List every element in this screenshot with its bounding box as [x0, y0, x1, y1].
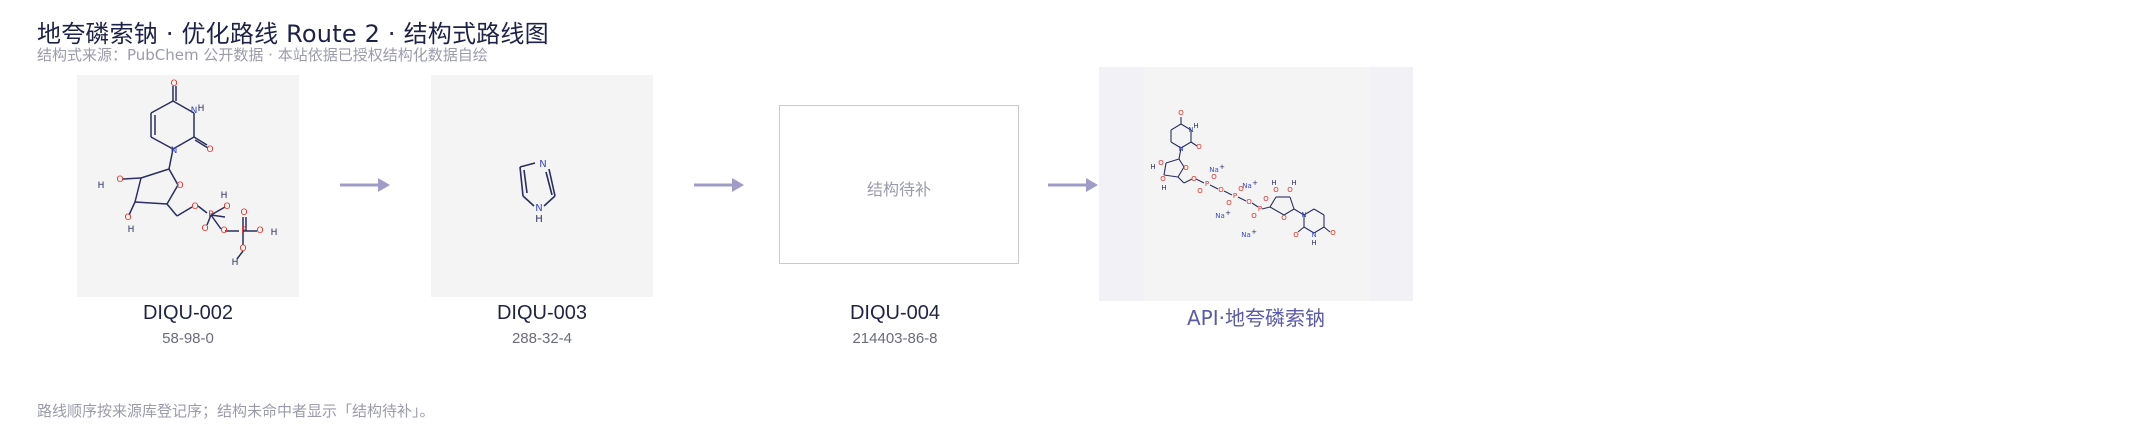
- svg-text:O: O: [1281, 214, 1287, 222]
- svg-text:O: O: [1273, 186, 1279, 194]
- svg-text:O: O: [1246, 198, 1252, 206]
- svg-text:N: N: [535, 203, 542, 214]
- step-cas: 214403-86-8: [765, 330, 1025, 347]
- svg-text:Na: Na: [1242, 182, 1252, 190]
- svg-text:P: P: [208, 210, 214, 220]
- step-code: DIQU-003: [412, 302, 672, 325]
- svg-text:O: O: [1191, 175, 1197, 183]
- svg-text:N: N: [1178, 145, 1183, 153]
- svg-text:H: H: [221, 191, 228, 201]
- svg-text:O: O: [191, 202, 198, 212]
- svg-text:P: P: [241, 226, 247, 236]
- svg-text:Na: Na: [1209, 166, 1219, 174]
- svg-text:P: P: [1233, 192, 1237, 200]
- page-subtitle: 结构式来源：PubChem 公开数据 · 本站依据已授权结构化数据自绘: [37, 44, 488, 65]
- svg-text:H: H: [271, 228, 278, 238]
- svg-text:O: O: [1263, 195, 1269, 203]
- svg-text:H: H: [535, 214, 543, 225]
- step-code: DIQU-002: [58, 302, 318, 325]
- structure-diagram-diqu-002: O N H O N O O H O H O P O H O O P O O H …: [77, 75, 299, 297]
- svg-text:H: H: [1311, 239, 1316, 247]
- svg-text:O: O: [1251, 212, 1257, 220]
- svg-text:O: O: [170, 79, 177, 89]
- svg-text:H: H: [98, 181, 105, 191]
- svg-text:O: O: [1160, 175, 1166, 183]
- svg-text:N: N: [539, 159, 546, 170]
- structure-card-diqu-002: O N H O N O O H O H O P O H O O P O O H …: [77, 75, 299, 297]
- svg-text:H: H: [1161, 184, 1166, 192]
- structure-diagram-api: O NH O N O OH OH O PO O O PO O O PO O OH…: [1144, 67, 1370, 301]
- svg-text:H: H: [1193, 122, 1198, 130]
- route-arrow: [340, 176, 392, 194]
- svg-text:P: P: [1258, 205, 1262, 213]
- route-arrow: [694, 176, 746, 194]
- svg-text:O: O: [1197, 187, 1203, 195]
- svg-text:P: P: [1205, 180, 1209, 188]
- svg-text:O: O: [124, 213, 131, 223]
- structure-card-diqu-003: N N H: [431, 75, 653, 297]
- svg-text:O: O: [1183, 164, 1189, 172]
- svg-text:O: O: [1330, 229, 1336, 237]
- svg-text:O: O: [176, 181, 183, 191]
- structure-placeholder-diqu-004: 结构待补: [779, 105, 1019, 264]
- structure-card-api: O NH O N O OH OH O PO O O PO O O PO O OH…: [1099, 67, 1413, 301]
- svg-text:H: H: [232, 258, 239, 268]
- svg-text:Na: Na: [1241, 231, 1251, 239]
- svg-text:O: O: [1218, 186, 1224, 194]
- svg-text:H: H: [1150, 163, 1155, 171]
- svg-text:O: O: [223, 202, 230, 212]
- svg-text:O: O: [239, 244, 246, 254]
- api-label: API·地夸磷索钠: [1086, 302, 1426, 331]
- svg-text:+: +: [1252, 179, 1258, 187]
- svg-text:H: H: [198, 104, 205, 114]
- step-cas: 288-32-4: [412, 330, 672, 347]
- svg-text:N: N: [191, 106, 198, 116]
- svg-text:O: O: [1196, 143, 1202, 151]
- svg-text:O: O: [1211, 173, 1217, 181]
- svg-text:+: +: [1219, 163, 1225, 171]
- svg-text:H: H: [128, 225, 135, 235]
- svg-text:O: O: [1293, 231, 1299, 239]
- structure-frame: O NH O N O OH OH O PO O O PO O O PO O OH…: [1144, 67, 1370, 301]
- svg-text:O: O: [1158, 159, 1164, 167]
- structure-diagram-diqu-003: N N H: [431, 75, 653, 297]
- svg-text:N: N: [171, 146, 178, 156]
- route-arrow: [1048, 176, 1100, 194]
- svg-text:O: O: [1226, 199, 1232, 207]
- svg-text:N: N: [1301, 211, 1306, 219]
- svg-text:O: O: [220, 226, 227, 236]
- svg-text:O: O: [1178, 109, 1184, 117]
- placeholder-text: 结构待补: [780, 176, 1018, 200]
- svg-text:O: O: [116, 175, 123, 185]
- svg-text:O: O: [201, 224, 208, 234]
- footnote: 路线顺序按来源库登记序；结构未命中者显示「结构待补」。: [37, 400, 435, 421]
- svg-text:+: +: [1225, 209, 1231, 217]
- svg-text:H: H: [1271, 179, 1276, 187]
- svg-text:Na: Na: [1215, 212, 1225, 220]
- step-cas: 58-98-0: [58, 330, 318, 347]
- step-code: DIQU-004: [765, 302, 1025, 325]
- svg-text:+: +: [1251, 228, 1257, 236]
- svg-text:H: H: [1291, 179, 1296, 187]
- svg-text:O: O: [240, 208, 247, 218]
- svg-text:O: O: [256, 226, 263, 236]
- svg-text:O: O: [1287, 186, 1293, 194]
- svg-text:O: O: [206, 145, 213, 155]
- svg-text:N: N: [1311, 231, 1316, 239]
